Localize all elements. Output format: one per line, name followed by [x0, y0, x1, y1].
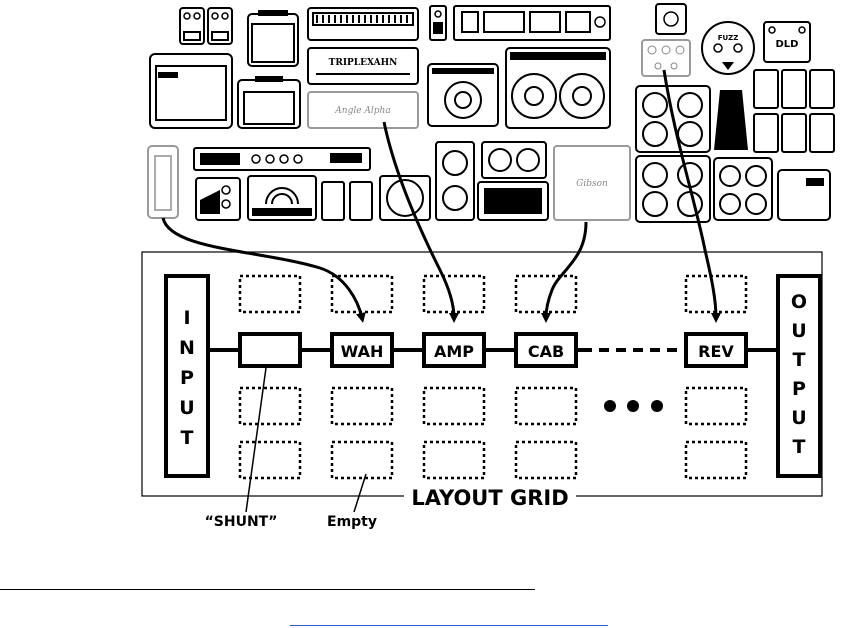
svg-text:AMP: AMP — [434, 342, 474, 361]
svg-text:T: T — [793, 349, 806, 371]
speaker-cab-icon — [481, 141, 547, 179]
combo-amp-icon — [247, 10, 299, 67]
svg-text:U: U — [791, 407, 806, 429]
speaker-cab-icon — [435, 141, 475, 221]
svg-text:T: T — [181, 427, 194, 449]
rack-unit-icon — [193, 147, 371, 171]
cable-to-rev — [662, 69, 721, 323]
svg-text:U: U — [179, 397, 194, 419]
cab-grey-icon: Gibson — [553, 145, 631, 221]
pedal-icon — [655, 3, 687, 35]
grid-title-mask — [404, 486, 576, 506]
ellipsis-dots — [604, 400, 663, 412]
multi-pedal-grey-icon — [641, 39, 691, 77]
svg-text:P: P — [180, 367, 194, 389]
pedal-icon: DLD — [763, 21, 811, 63]
empty-slot[interactable] — [684, 386, 748, 426]
rack-unit-icon — [453, 5, 611, 41]
empty-slot[interactable] — [238, 440, 302, 480]
shunt-callout: “SHUNT” — [205, 514, 278, 530]
twin-combo-icon — [505, 47, 611, 129]
empty-callout-line — [353, 473, 367, 513]
input-block[interactable] — [164, 274, 210, 478]
empty-slot[interactable] — [238, 386, 302, 426]
amp-head-icon: TRIPLEXAHN — [307, 47, 419, 85]
tuner-icon — [429, 5, 447, 41]
empty-slot[interactable] — [422, 386, 486, 426]
empty-slot[interactable] — [684, 440, 748, 480]
svg-text:U: U — [791, 320, 806, 342]
vintage-head-logo: Angle Alpha — [334, 106, 390, 116]
svg-text:O: O — [791, 291, 807, 313]
empty-slot[interactable] — [238, 274, 302, 314]
pedal-icon — [321, 181, 373, 221]
expression-pedal-grey-icon — [147, 145, 179, 219]
cable-to-wah — [161, 217, 366, 323]
speaker-cab-icon — [477, 181, 549, 221]
link-underline[interactable] — [290, 625, 608, 626]
svg-text:N: N — [179, 337, 195, 359]
rev-block[interactable]: REV — [684, 332, 748, 368]
empty-slot[interactable] — [422, 440, 486, 480]
amp-head-icon — [247, 175, 317, 221]
amp-block[interactable]: AMP — [422, 332, 486, 368]
svg-text:P: P — [792, 378, 806, 400]
cable-to-cab — [541, 221, 588, 323]
grid-title: LAYOUT GRID — [411, 486, 568, 510]
round-pedal-icon: FUZZ — [701, 21, 755, 75]
wah-block[interactable]: WAH — [330, 332, 394, 368]
cab-logo: Gibson — [576, 179, 608, 189]
svg-text:WAH: WAH — [341, 342, 384, 361]
empty-slot[interactable] — [514, 440, 578, 480]
speaker-cab-icon — [379, 175, 431, 221]
volume-pedal-icon — [714, 90, 748, 150]
empty-slot[interactable] — [330, 440, 394, 480]
empty-slot[interactable] — [330, 274, 394, 314]
combo-amp-icon — [149, 53, 233, 129]
empty-slot[interactable] — [330, 386, 394, 426]
empty-slot[interactable] — [514, 386, 578, 426]
multi-effect-icon — [195, 177, 241, 221]
amp-head-grey-icon: Angle Alpha — [307, 91, 419, 129]
amp-head-logo: TRIPLEXAHN — [329, 58, 398, 68]
pedal-row-icon — [753, 69, 835, 153]
output-block[interactable] — [776, 274, 822, 478]
svg-text:REV: REV — [698, 342, 734, 361]
empty-slots — [238, 274, 748, 480]
separator-line — [0, 589, 535, 590]
combo-amp-icon — [777, 169, 831, 221]
cable-to-amp — [382, 121, 459, 323]
svg-text:T: T — [793, 436, 806, 458]
layout-grid-frame — [141, 251, 823, 497]
cab-block[interactable]: CAB — [514, 332, 578, 368]
pedal-label: FUZZ — [718, 34, 739, 42]
shunt-callout-line — [245, 367, 267, 513]
svg-text:I: I — [183, 307, 190, 329]
speaker-combo-icon — [427, 63, 499, 127]
pedal-icon — [179, 7, 205, 45]
svg-text:CAB: CAB — [528, 342, 564, 361]
gear-collage: TRIPLEXAHN Angle Alpha — [147, 3, 835, 223]
empty-callout: Empty — [327, 514, 377, 530]
amp-head-icon — [307, 7, 419, 41]
speaker-cab-icon — [713, 157, 773, 221]
speaker-stack-icon — [635, 85, 711, 223]
pedal-icon — [207, 7, 233, 45]
shunt-block[interactable] — [238, 332, 302, 368]
combo-amp-icon — [237, 76, 301, 129]
pedal-label-2: DLD — [776, 39, 799, 50]
input-label: I N P U T — [179, 307, 195, 449]
output-label: O U T P U T — [791, 291, 807, 458]
